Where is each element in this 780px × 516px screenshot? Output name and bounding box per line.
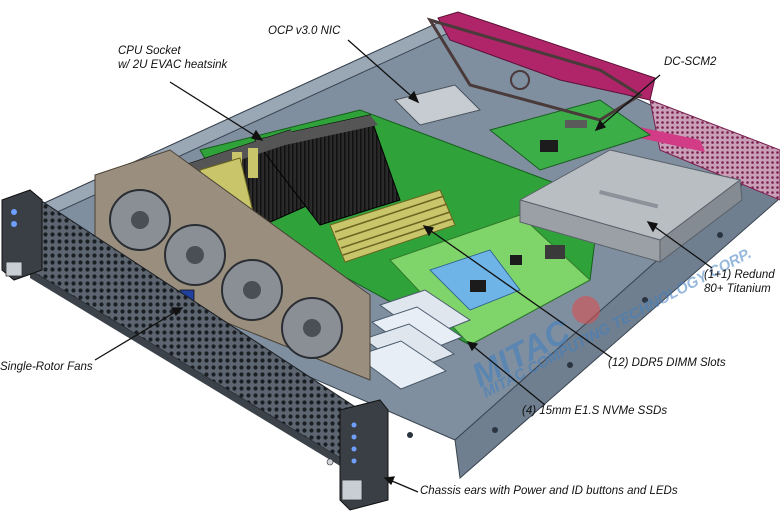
leader-dcscm	[595, 74, 661, 131]
psu-vent	[599, 190, 659, 209]
callout-dimm: (12) DDR5 DIMM Slots	[608, 357, 726, 369]
fan	[221, 259, 283, 321]
leader-dimm	[423, 225, 613, 359]
ear-screw	[326, 458, 334, 466]
wall-hole	[642, 297, 648, 303]
callout-psu: (1+1) Redund 80+ Titanium	[704, 268, 775, 296]
dc-scm-chip	[540, 140, 558, 152]
arrowhead	[250, 129, 264, 141]
front-bottom-edge	[30, 270, 360, 478]
psu-side	[659, 179, 743, 264]
fan-hub	[131, 211, 149, 229]
pcb-chip	[510, 255, 522, 265]
wall-hole	[492, 427, 498, 433]
heatsink-heatpipe	[248, 148, 258, 178]
watermark-logo-icon	[572, 296, 600, 324]
arrowhead	[466, 341, 479, 352]
callout-ssd: (4) 15mm E1.S NVMe SSDs	[522, 405, 668, 417]
arrowhead	[383, 476, 396, 486]
e1s-ssd-bay	[354, 289, 472, 390]
dimm-stick	[340, 211, 451, 249]
bracket-hole	[510, 70, 530, 90]
fan	[281, 297, 343, 359]
pcb-chip	[470, 280, 486, 292]
heatsink-top-right	[255, 115, 378, 150]
chassis-ear-left	[1, 189, 43, 281]
ear-right-handle	[341, 479, 363, 501]
callout-cpu-line1: CPU Socket	[118, 45, 181, 57]
callout-psu-line2: 80+ Titanium	[704, 283, 771, 295]
wall-hole	[717, 232, 723, 238]
fan	[164, 224, 226, 286]
arrowhead	[646, 221, 659, 233]
leader-fans	[94, 307, 183, 361]
callout-dc-scm: DC-SCM2	[664, 56, 717, 68]
leader-ocp	[347, 39, 419, 103]
callout-chassis-ears: Chassis ears with Power and ID buttons a…	[420, 485, 678, 497]
callout-ocp-nic: OCP v3.0 NIC	[268, 25, 341, 37]
ear-left-handle	[5, 261, 23, 277]
dimm-stick	[342, 218, 453, 256]
leader-psu	[647, 221, 713, 269]
fan-hub	[303, 319, 321, 337]
leader-cpu	[169, 81, 263, 141]
arrowhead	[170, 307, 184, 317]
led-icon	[351, 434, 357, 440]
fan	[109, 189, 171, 251]
fan-wall	[94, 149, 371, 381]
ocp-nic	[394, 17, 643, 126]
dimm-stick	[337, 203, 448, 241]
wall-hole	[567, 362, 573, 368]
fan-hub	[243, 281, 261, 299]
chassis-ear-right	[326, 399, 389, 511]
callout-cpu-line2: w/ 2U EVAC heatsink	[118, 59, 228, 71]
fan-hub	[186, 246, 204, 264]
ssd-slot	[354, 340, 448, 390]
dc-scm-connector	[565, 120, 587, 128]
pcb-chip	[545, 245, 565, 259]
led-icon	[351, 422, 357, 428]
leader-lines	[94, 39, 713, 493]
callout-fans: Single-Rotor Fans	[0, 361, 93, 373]
callout-cpu-socket: CPU Socket w/ 2U EVAC heatsink	[118, 44, 227, 72]
arrowhead	[594, 119, 607, 132]
arrowhead	[422, 225, 435, 237]
dimm-bank	[329, 189, 456, 263]
callout-psu-line1: (1+1) Redund	[704, 269, 775, 281]
led-icon	[351, 458, 357, 464]
leader-ssd	[467, 341, 546, 406]
ocp-nic-bracket	[426, 17, 643, 122]
id-button-icon	[11, 221, 17, 227]
ocp-nic-card	[394, 84, 481, 126]
arrowhead	[407, 90, 420, 104]
power-supply	[518, 149, 743, 264]
led-icon	[351, 446, 357, 452]
wall-hole	[407, 432, 413, 438]
power-button-icon	[11, 209, 17, 215]
dimm-stick	[334, 195, 445, 233]
